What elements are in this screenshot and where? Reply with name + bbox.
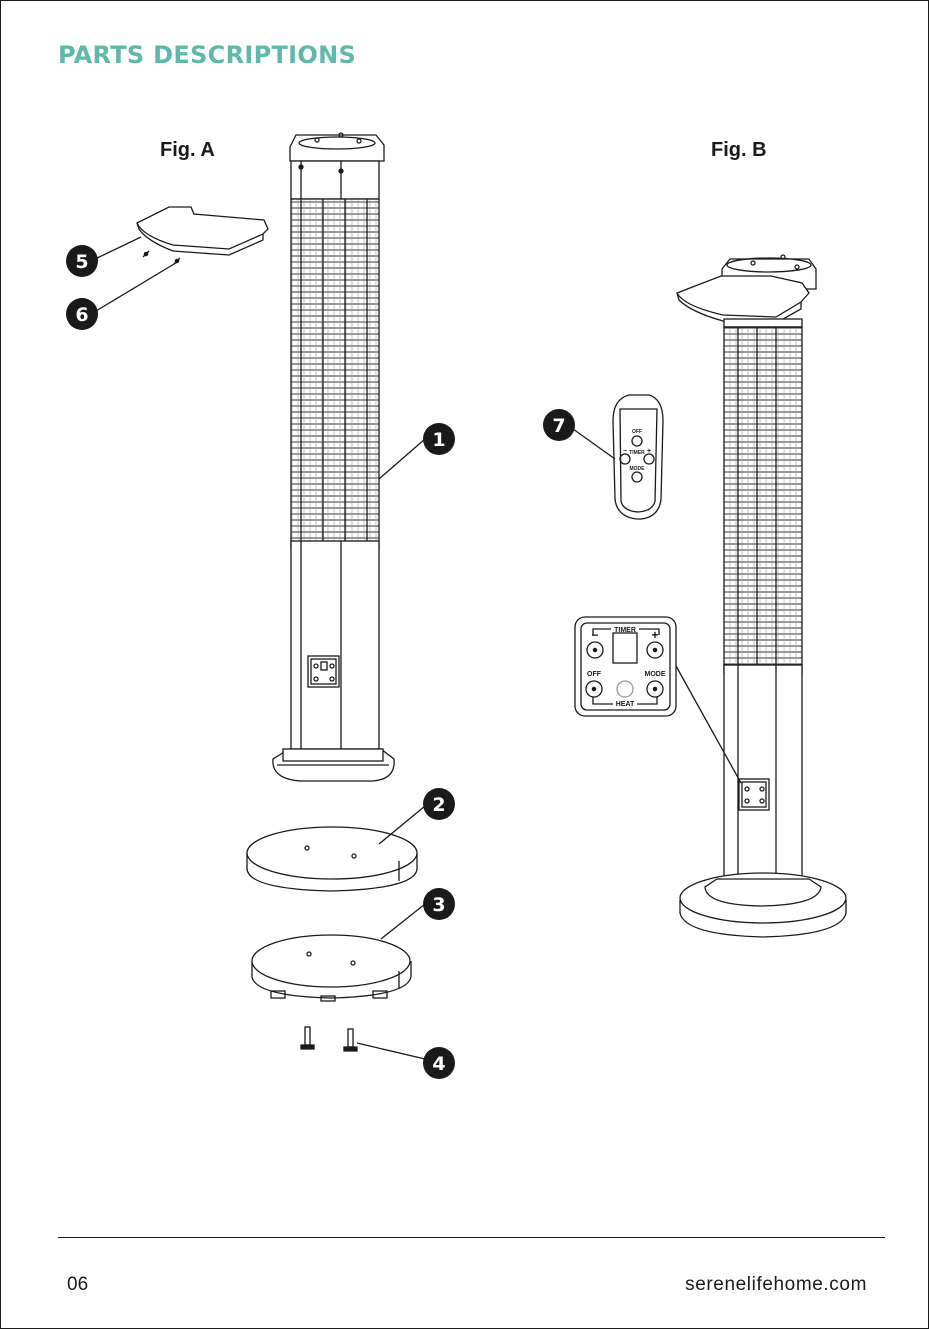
website-link[interactable]: serenelifehome.com xyxy=(685,1274,867,1296)
svg-text:3: 3 xyxy=(432,894,445,916)
remote-mode-label: MODE xyxy=(630,466,646,472)
callout-3: 3 xyxy=(423,888,455,920)
remote-plus-label: + xyxy=(647,448,651,455)
base-plate-lower xyxy=(252,935,411,1001)
callout-6: 6 xyxy=(66,298,98,330)
remote-control xyxy=(613,395,663,519)
svg-text:4: 4 xyxy=(432,1053,445,1075)
svg-text:1: 1 xyxy=(432,429,445,451)
remote-timer-label: TIMER xyxy=(629,450,645,456)
panel-heat-label: HEAT xyxy=(616,701,635,708)
footer-divider xyxy=(58,1237,885,1238)
panel-plus-label: + xyxy=(651,628,658,642)
callout-7: 7 xyxy=(543,409,575,441)
heater-tower-b xyxy=(677,255,846,937)
svg-text:5: 5 xyxy=(75,251,88,273)
top-shelf-a xyxy=(137,207,268,264)
page-number: 06 xyxy=(67,1274,88,1296)
panel-minus-label: − xyxy=(591,628,598,642)
panel-off-label: OFF xyxy=(587,671,602,678)
panel-mode-label: MODE xyxy=(645,671,666,678)
svg-text:6: 6 xyxy=(75,304,88,326)
bolts xyxy=(301,1027,357,1051)
callout-4: 4 xyxy=(423,1047,455,1079)
svg-text:7: 7 xyxy=(552,415,565,437)
remote-minus-label: − xyxy=(623,448,627,455)
callout-1: 1 xyxy=(423,423,455,455)
base-plate-upper xyxy=(247,827,417,891)
panel-timer-label: TIMER xyxy=(614,627,636,634)
callout-5: 5 xyxy=(66,245,98,277)
heater-tower-a xyxy=(273,133,394,781)
svg-text:2: 2 xyxy=(432,794,445,816)
remote-off-label: OFF xyxy=(632,429,642,435)
callout-2: 2 xyxy=(423,788,455,820)
